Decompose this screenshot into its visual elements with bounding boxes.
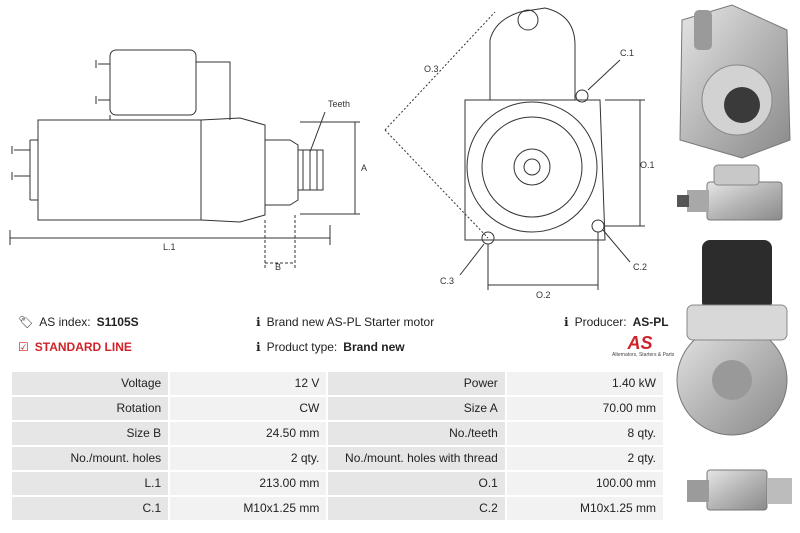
spec-value: 2 qty.: [170, 447, 327, 470]
producer-logo: AS Alternators, Starters & Parts: [612, 333, 675, 358]
flange-outline: [464, 99, 606, 241]
solenoid-outline: [109, 49, 197, 116]
product-type-row: ℹ Product type: Brand new: [256, 340, 405, 354]
label-l1: L.1: [163, 242, 176, 252]
spec-value: 213.00 mm: [170, 472, 327, 495]
spec-value: 12 V: [170, 372, 327, 395]
spec-label: Voltage: [12, 372, 169, 395]
photo-side-view: [677, 164, 783, 221]
info-icon: ℹ: [256, 315, 261, 329]
drawing-labels: Teeth A B L.1 O.1 O.2 O.3 C.1 C.2 C.3: [163, 48, 655, 300]
motor-body-outline: [37, 119, 202, 221]
spec-label: C.1: [12, 497, 169, 520]
spec-value: 70.00 mm: [506, 397, 663, 420]
spec-value: 100.00 mm: [506, 472, 663, 495]
checkbox-icon: ☑: [18, 340, 29, 354]
spec-label: Size A: [328, 397, 505, 420]
spec-label: C.2: [328, 497, 505, 520]
technical-drawings: Teeth A B L.1 O.1 O.2 O.3 C.1 C.2 C.3: [9, 7, 655, 300]
as-index-value: S1105S: [96, 315, 139, 329]
photo-rear-view: [676, 240, 788, 436]
description-row: ℹ Brand new AS-PL Starter motor: [256, 315, 434, 329]
info-icon: ℹ: [564, 315, 569, 329]
producer-label: Producer:: [574, 315, 627, 329]
product-type-label: Product type:: [266, 340, 338, 354]
label-a: A: [361, 163, 367, 173]
standard-line-label: STANDARD LINE: [34, 340, 132, 354]
spec-label: Rotation: [12, 397, 169, 420]
spec-value: 2 qty.: [506, 447, 663, 470]
photo-front-view: [679, 4, 791, 159]
spec-label: No./mount. holes with thread: [328, 447, 505, 470]
producer-row: ℹ Producer: AS-PL: [564, 315, 669, 329]
as-index-row: 🏷 AS index: S1105S: [18, 315, 139, 329]
label-o2: O.2: [536, 290, 551, 300]
label-teeth: Teeth: [328, 99, 350, 109]
spec-value: CW: [170, 397, 327, 420]
label-o3: O.3: [424, 64, 439, 74]
producer-value: AS-PL: [632, 315, 669, 329]
tag-icon: 🏷: [18, 315, 34, 329]
spec-label: Size B: [12, 422, 169, 445]
label-c2: C.2: [633, 262, 647, 272]
logo-tagline: Alternators, Starters & Parts: [612, 352, 675, 358]
info-icon: ℹ: [256, 340, 261, 354]
spec-label: Power: [328, 372, 505, 395]
description-text: Brand new AS-PL Starter motor: [266, 315, 435, 329]
product-type-value: Brand new: [343, 340, 405, 354]
spec-label: No./teeth: [328, 422, 505, 445]
label-b: B: [275, 262, 281, 272]
spec-value: 1.40 kW: [506, 372, 663, 395]
product-photos: [676, 4, 792, 511]
spec-value: 24.50 mm: [170, 422, 327, 445]
label-c3: C.3: [440, 276, 454, 286]
standard-line-row: ☑ STANDARD LINE: [18, 340, 132, 354]
label-o1: O.1: [640, 160, 655, 170]
spec-label: O.1: [328, 472, 505, 495]
flange-bore: [466, 101, 598, 233]
spec-value: M10x1.25 mm: [170, 497, 327, 520]
spec-value: 8 qty.: [506, 422, 663, 445]
logo-mark: AS: [627, 333, 653, 353]
spec-value: M10x1.25 mm: [506, 497, 663, 520]
as-index-label: AS index:: [39, 315, 91, 329]
spec-label: L.1: [12, 472, 169, 495]
label-c1: C.1: [620, 48, 634, 58]
spec-label: No./mount. holes: [12, 447, 169, 470]
photo-top-view: [687, 469, 792, 511]
